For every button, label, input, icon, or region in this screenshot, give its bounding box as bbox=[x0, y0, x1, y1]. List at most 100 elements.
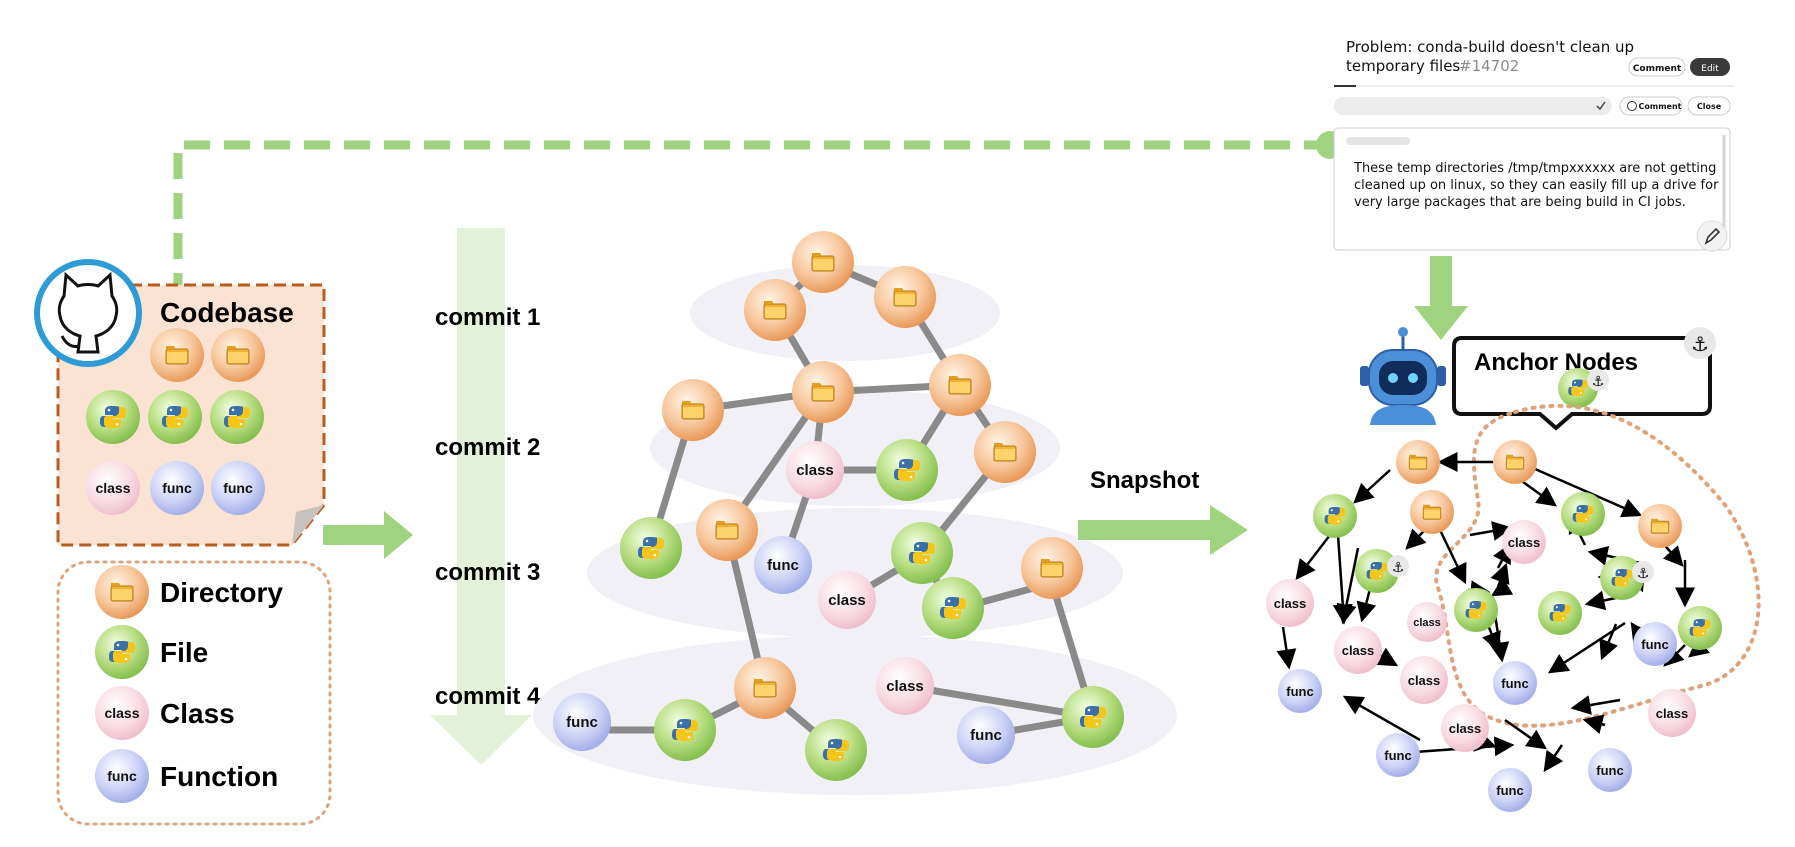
commit-file-node bbox=[805, 719, 867, 781]
svg-text:func: func bbox=[1501, 676, 1528, 691]
snapshot-file-node bbox=[1678, 606, 1722, 650]
codebase-func-node: func bbox=[211, 461, 265, 515]
commit-file-node bbox=[620, 517, 682, 579]
snapshot-class-node: class bbox=[1502, 520, 1546, 564]
issue-body-line3: very large packages that are being build… bbox=[1354, 195, 1686, 210]
svg-text:func: func bbox=[1384, 748, 1411, 763]
svg-text:Comment: Comment bbox=[1639, 102, 1682, 111]
codebase-func-node: func bbox=[150, 461, 204, 515]
check-icon bbox=[1596, 101, 1606, 111]
anchor-region-outline bbox=[1434, 403, 1761, 728]
svg-text:func: func bbox=[223, 480, 253, 496]
commit-4-label: commit 4 bbox=[435, 683, 541, 710]
anchor-title: Anchor Nodes bbox=[1474, 349, 1638, 376]
commit-dir-node bbox=[929, 354, 991, 416]
commit-class-node: class bbox=[786, 441, 844, 499]
snapshot-func-node: func bbox=[1488, 768, 1532, 812]
issue-body-line2: cleaned up on linux, so they can easily … bbox=[1354, 178, 1719, 193]
snapshot-class-node: class bbox=[1648, 689, 1696, 737]
snapshot-class-node: class bbox=[1400, 656, 1448, 704]
issue-body-author-placeholder bbox=[1346, 137, 1410, 145]
snapshot-file-node bbox=[1538, 591, 1582, 635]
svg-text:func: func bbox=[1641, 637, 1668, 652]
snapshot-dir-node bbox=[1638, 504, 1682, 548]
issue-comment-input[interactable] bbox=[1334, 97, 1612, 115]
issue-link-dashed-line bbox=[173, 140, 1330, 290]
anchor-badge: ⚓ bbox=[1387, 555, 1409, 577]
svg-text:class: class bbox=[886, 678, 924, 695]
snapshot-dir-node bbox=[1396, 440, 1440, 484]
commit-dir-node bbox=[1021, 537, 1083, 599]
commit-func-node: func bbox=[957, 706, 1015, 764]
commit-file-node bbox=[1062, 686, 1124, 748]
commit-dir-node bbox=[662, 379, 724, 441]
legend-file-icon bbox=[95, 625, 149, 679]
issue-body-box bbox=[1333, 127, 1731, 251]
snapshot-file-node bbox=[1600, 556, 1644, 600]
commit-file-node bbox=[654, 699, 716, 761]
commit-2-label: commit 2 bbox=[435, 434, 540, 461]
commit-class-node: class bbox=[818, 571, 876, 629]
svg-text:func: func bbox=[1596, 763, 1623, 778]
svg-text:func: func bbox=[107, 768, 137, 784]
codebase-file-node bbox=[86, 390, 140, 444]
legend-class-label: Class bbox=[160, 698, 235, 729]
issue-title-line1: Problem: conda-build doesn't clean up bbox=[1346, 38, 1634, 56]
svg-text:class: class bbox=[104, 705, 139, 721]
commit-dir-node bbox=[792, 361, 854, 423]
codebase-class-node: class bbox=[86, 461, 140, 515]
snapshot-class-node: class bbox=[1334, 626, 1382, 674]
snapshot-class-node: class bbox=[1441, 704, 1489, 752]
commit-dir-node bbox=[974, 421, 1036, 483]
commit-timeline-arrow bbox=[430, 228, 532, 765]
issue-comment-button[interactable]: Comment bbox=[1628, 57, 1686, 77]
svg-text:class: class bbox=[1413, 617, 1441, 629]
pencil-icon[interactable] bbox=[1696, 220, 1728, 252]
svg-text:class: class bbox=[828, 592, 866, 609]
issue-comment-button-2[interactable]: Comment bbox=[1619, 96, 1683, 116]
codebase-title: Codebase bbox=[160, 297, 294, 328]
svg-text:Comment: Comment bbox=[1633, 64, 1682, 74]
svg-text:class: class bbox=[1408, 673, 1441, 688]
legend-function-icon: func bbox=[95, 749, 149, 803]
issue-edit-button[interactable]: Edit bbox=[1690, 58, 1730, 76]
svg-text:class: class bbox=[95, 480, 130, 496]
svg-text:Close: Close bbox=[1697, 102, 1722, 111]
codebase-file-node bbox=[210, 390, 264, 444]
svg-text:func: func bbox=[1496, 783, 1523, 798]
svg-text:⚓: ⚓ bbox=[1392, 560, 1405, 576]
codebase-dir-node bbox=[150, 328, 204, 382]
commit-class-node: class bbox=[876, 657, 934, 715]
snapshot-dir-node bbox=[1410, 490, 1454, 534]
codebase-dir-node bbox=[211, 328, 265, 382]
svg-text:class: class bbox=[796, 462, 834, 479]
svg-text:func: func bbox=[767, 557, 799, 574]
svg-text:class: class bbox=[1656, 706, 1689, 721]
legend-box bbox=[56, 560, 332, 826]
github-icon bbox=[34, 259, 142, 367]
comment-icon bbox=[1627, 101, 1637, 111]
anchor-callout-file-node: ⚓ bbox=[1558, 368, 1609, 408]
issue-body-line1: These temp directories /tmp/tmpxxxxxx ar… bbox=[1353, 161, 1716, 176]
codebase-to-commits-arrow bbox=[323, 511, 413, 559]
svg-text:func: func bbox=[566, 714, 598, 731]
commit-file-node bbox=[891, 522, 953, 584]
snapshot-file-node bbox=[1355, 549, 1399, 593]
anchor-icon: ⚓ bbox=[1684, 327, 1716, 359]
issue-close-button[interactable]: Close bbox=[1687, 96, 1731, 116]
snapshot-func-node: func bbox=[1376, 733, 1420, 777]
svg-text:class: class bbox=[1274, 596, 1307, 611]
svg-text:func: func bbox=[970, 727, 1002, 744]
commit-dir-node bbox=[792, 231, 854, 293]
robot-icon bbox=[1360, 327, 1446, 425]
svg-text:⚓: ⚓ bbox=[1592, 374, 1605, 390]
snapshot-file-node bbox=[1561, 492, 1605, 536]
snapshot-label: Snapshot bbox=[1090, 467, 1199, 494]
snapshot-func-node: func bbox=[1278, 669, 1322, 713]
commit-3-label: commit 3 bbox=[435, 559, 540, 586]
snapshot-file-node bbox=[1313, 494, 1357, 538]
svg-text:func: func bbox=[162, 480, 192, 496]
snapshot-class-node: class bbox=[1407, 602, 1447, 642]
issue-to-anchor-arrow bbox=[1414, 256, 1468, 340]
commit-file-node bbox=[922, 577, 984, 639]
